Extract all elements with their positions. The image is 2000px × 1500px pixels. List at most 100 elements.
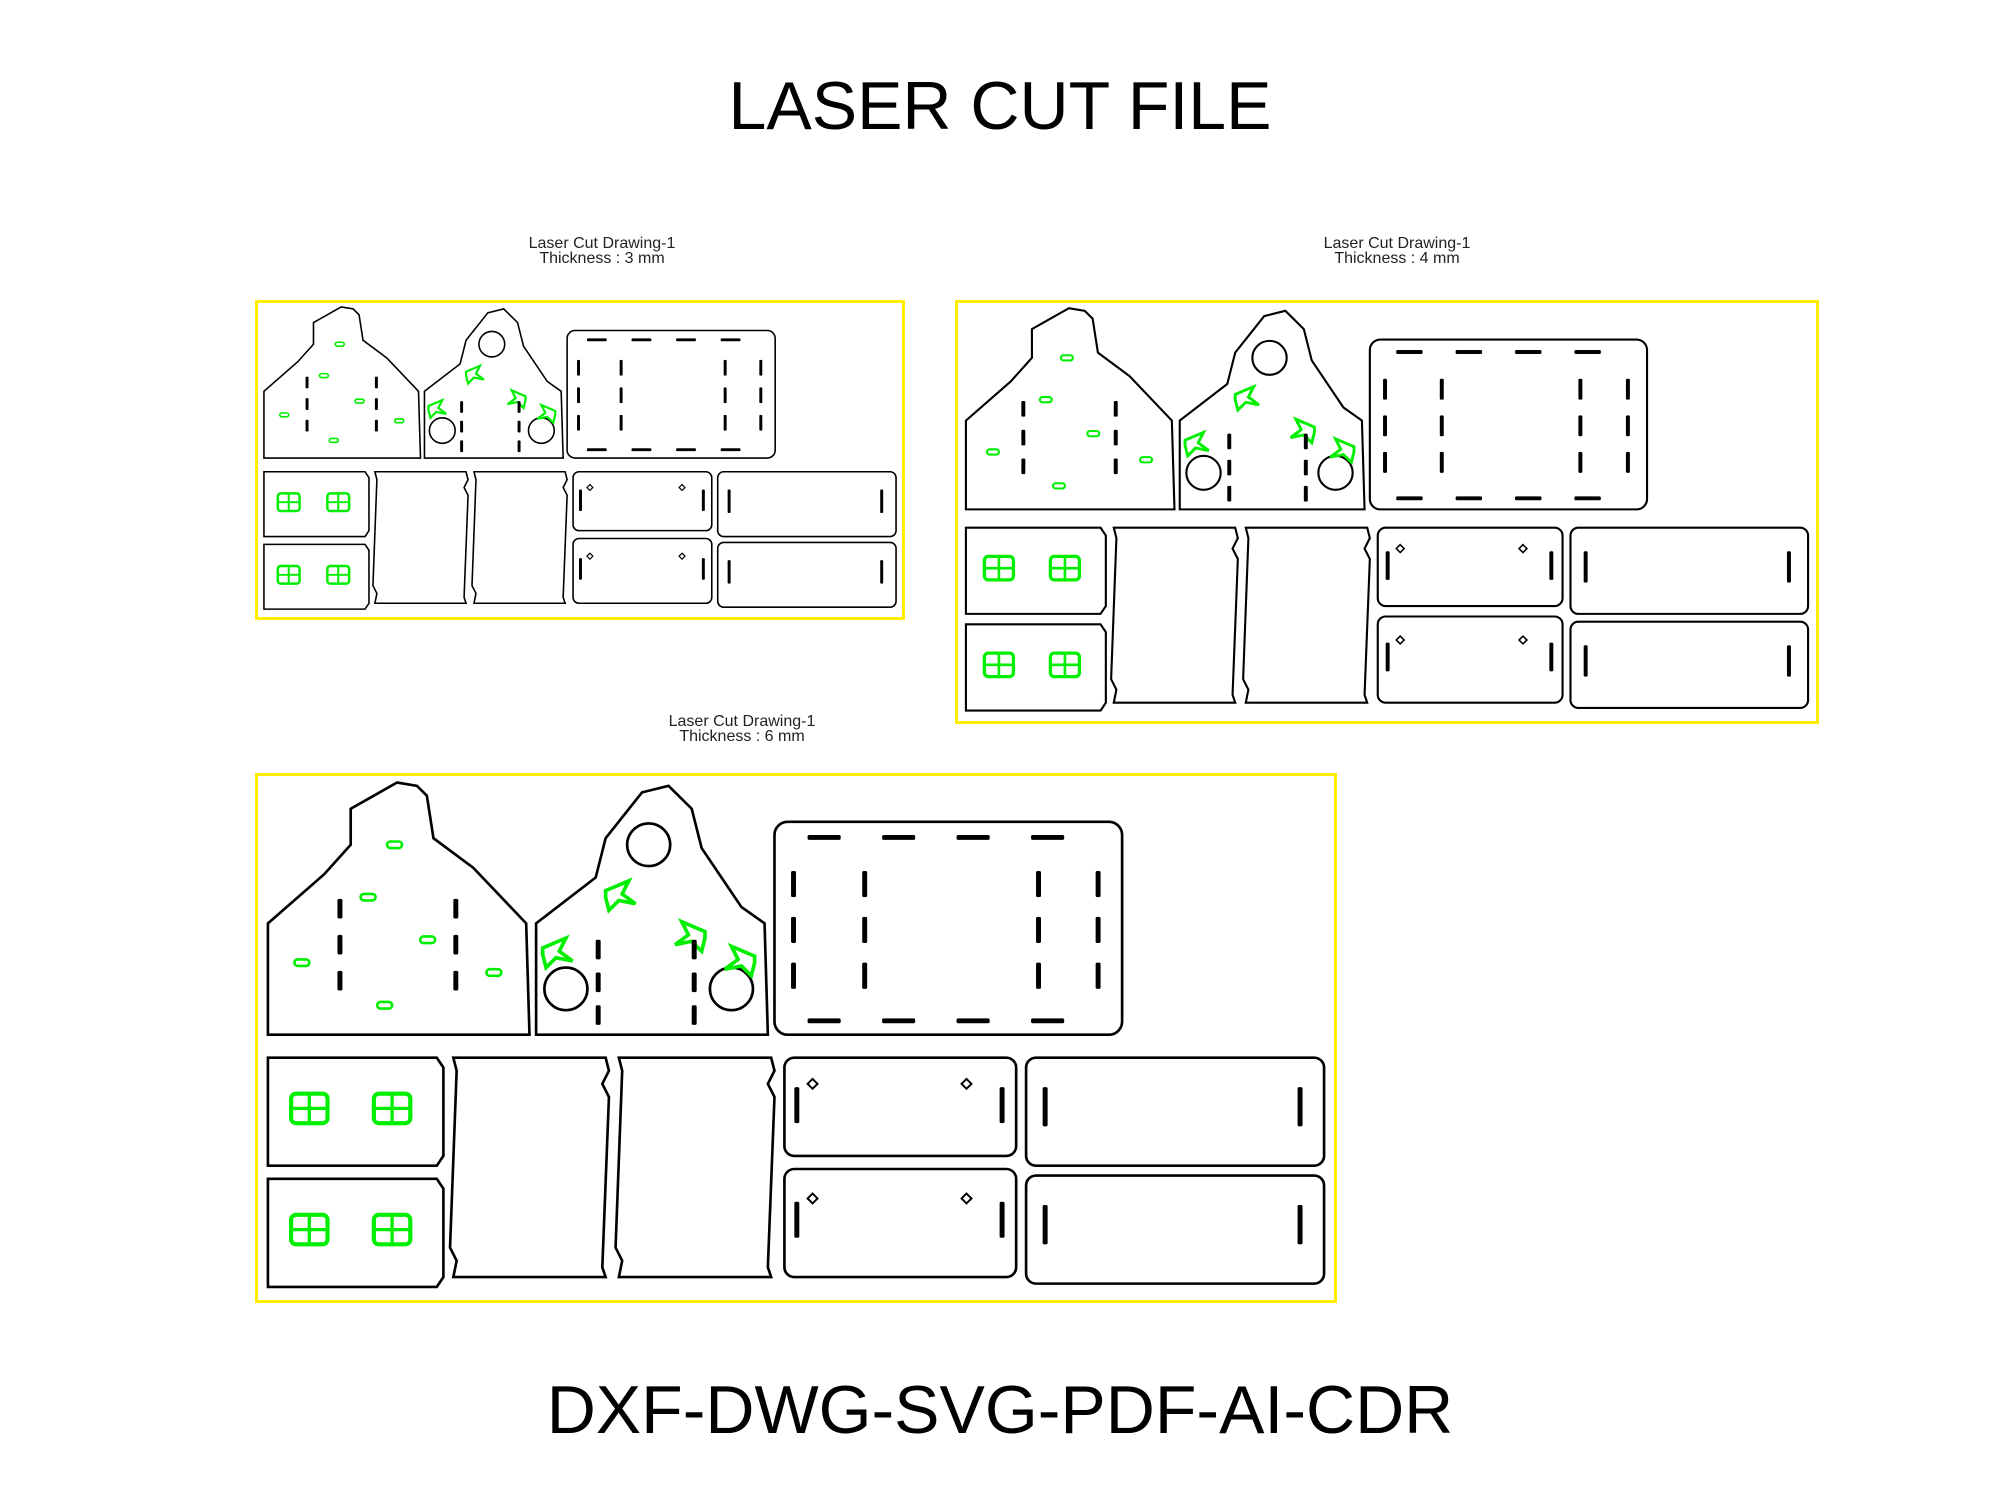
- screw-hole: [806, 1192, 819, 1205]
- window-panel: [964, 526, 1107, 615]
- tab-slot: [723, 414, 727, 431]
- entry-hole: [708, 966, 755, 1012]
- side-panel: [448, 1056, 611, 1279]
- bird-engraving: [674, 918, 707, 955]
- bird-engraving: [1329, 435, 1356, 466]
- tab-slot: [1095, 962, 1101, 989]
- tab-slot: [1786, 551, 1791, 583]
- tab-slot: [882, 1018, 916, 1024]
- tab-slot: [619, 387, 623, 404]
- tab-slot: [1031, 1018, 1065, 1024]
- tab-slot: [619, 414, 623, 431]
- tab-slot: [305, 398, 309, 410]
- screw-hole: [678, 552, 686, 560]
- end-panel: [1569, 526, 1810, 615]
- tab-slot: [759, 414, 763, 431]
- screw-hole: [678, 483, 686, 492]
- tab-slot: [1583, 551, 1588, 583]
- stone-engraving: [1139, 456, 1154, 464]
- screw-hole: [586, 552, 594, 560]
- window-panel: [263, 470, 370, 538]
- tab-slot: [1297, 1087, 1303, 1127]
- tab-slot: [723, 359, 727, 376]
- tab-slot: [305, 376, 309, 389]
- stone-engraving: [1059, 354, 1074, 362]
- tab-slot: [1396, 496, 1423, 501]
- tab-slot: [517, 401, 521, 413]
- tab-slot: [586, 338, 607, 342]
- stone-engraving: [328, 437, 340, 444]
- tab-slot: [1455, 350, 1483, 354]
- tab-slot: [460, 401, 464, 413]
- stone-engraving: [293, 958, 311, 968]
- tab-slot: [1042, 1205, 1048, 1245]
- tab-slot: [727, 489, 731, 513]
- screw-hole: [806, 1077, 819, 1091]
- tab-slot: [1625, 378, 1630, 400]
- tab-slot: [1095, 870, 1101, 898]
- tab-slot: [453, 898, 459, 919]
- side-panel: [372, 470, 469, 605]
- stone-engraving: [279, 412, 290, 418]
- house-wall-front: [263, 306, 422, 459]
- tab-slot: [759, 387, 763, 404]
- entry-hole: [527, 417, 556, 445]
- stone-engraving: [334, 341, 345, 347]
- end-panel: [1024, 1174, 1326, 1285]
- screw-hole: [586, 483, 594, 492]
- tab-slot: [1303, 485, 1308, 502]
- tab-slot: [1227, 459, 1232, 476]
- tab-slot: [862, 916, 868, 944]
- drawing-2-thickness: Thickness : 4 mm: [1334, 250, 1460, 267]
- drawing-3-parts: [266, 781, 1326, 1289]
- tab-slot: [1625, 451, 1630, 473]
- tab-slot: [880, 489, 884, 513]
- house-wall-front: [964, 307, 1176, 511]
- window-panel: [266, 1177, 445, 1289]
- tab-slot: [1303, 433, 1308, 450]
- window-panel: [263, 543, 370, 610]
- tab-slot: [1396, 350, 1423, 354]
- tab-slot: [791, 870, 796, 898]
- roof-panel: [773, 820, 1124, 1037]
- tab-slot: [1095, 916, 1101, 944]
- tab-slot: [956, 1018, 990, 1024]
- screw-hole: [1395, 634, 1406, 646]
- tab-slot: [577, 387, 580, 404]
- tab-slot: [1439, 415, 1444, 437]
- bird-engraving: [723, 942, 757, 980]
- screw-hole: [960, 1077, 973, 1091]
- roof-panel: [1368, 338, 1649, 511]
- tab-slot: [791, 916, 796, 944]
- tab-slot: [1227, 433, 1232, 450]
- file-formats: DXF-DWG-SVG-PDF-AI-CDR: [546, 1372, 1454, 1448]
- stone-engraving: [1038, 396, 1053, 404]
- tab-slot: [374, 398, 378, 410]
- entry-hole: [428, 417, 456, 445]
- tab-slot: [1113, 458, 1118, 475]
- tab-slot: [1455, 496, 1483, 501]
- tab-slot: [1297, 1205, 1303, 1245]
- window-panel: [964, 623, 1107, 712]
- bird-engraving: [540, 934, 574, 972]
- tab-slot: [794, 1087, 800, 1124]
- bird-engraving: [1233, 383, 1260, 413]
- tab-slot: [807, 834, 841, 840]
- tab-slot: [517, 420, 521, 433]
- stone-engraving: [359, 892, 377, 902]
- tab-slot: [374, 419, 378, 432]
- floor-panel: [783, 1167, 1018, 1279]
- house-wall-back: [534, 784, 770, 1037]
- tab-slot: [337, 970, 343, 991]
- tab-slot: [1578, 415, 1583, 437]
- tab-slot: [619, 359, 623, 376]
- tab-slot: [595, 1005, 601, 1025]
- tab-slot: [1549, 642, 1554, 672]
- drawing-2-parts: [964, 307, 1810, 712]
- tab-slot: [791, 962, 796, 989]
- screw-hole: [1395, 543, 1406, 554]
- screw-hole: [1517, 634, 1529, 646]
- end-panel: [1569, 620, 1810, 709]
- window-panel: [266, 1056, 445, 1168]
- tab-slot: [701, 558, 705, 580]
